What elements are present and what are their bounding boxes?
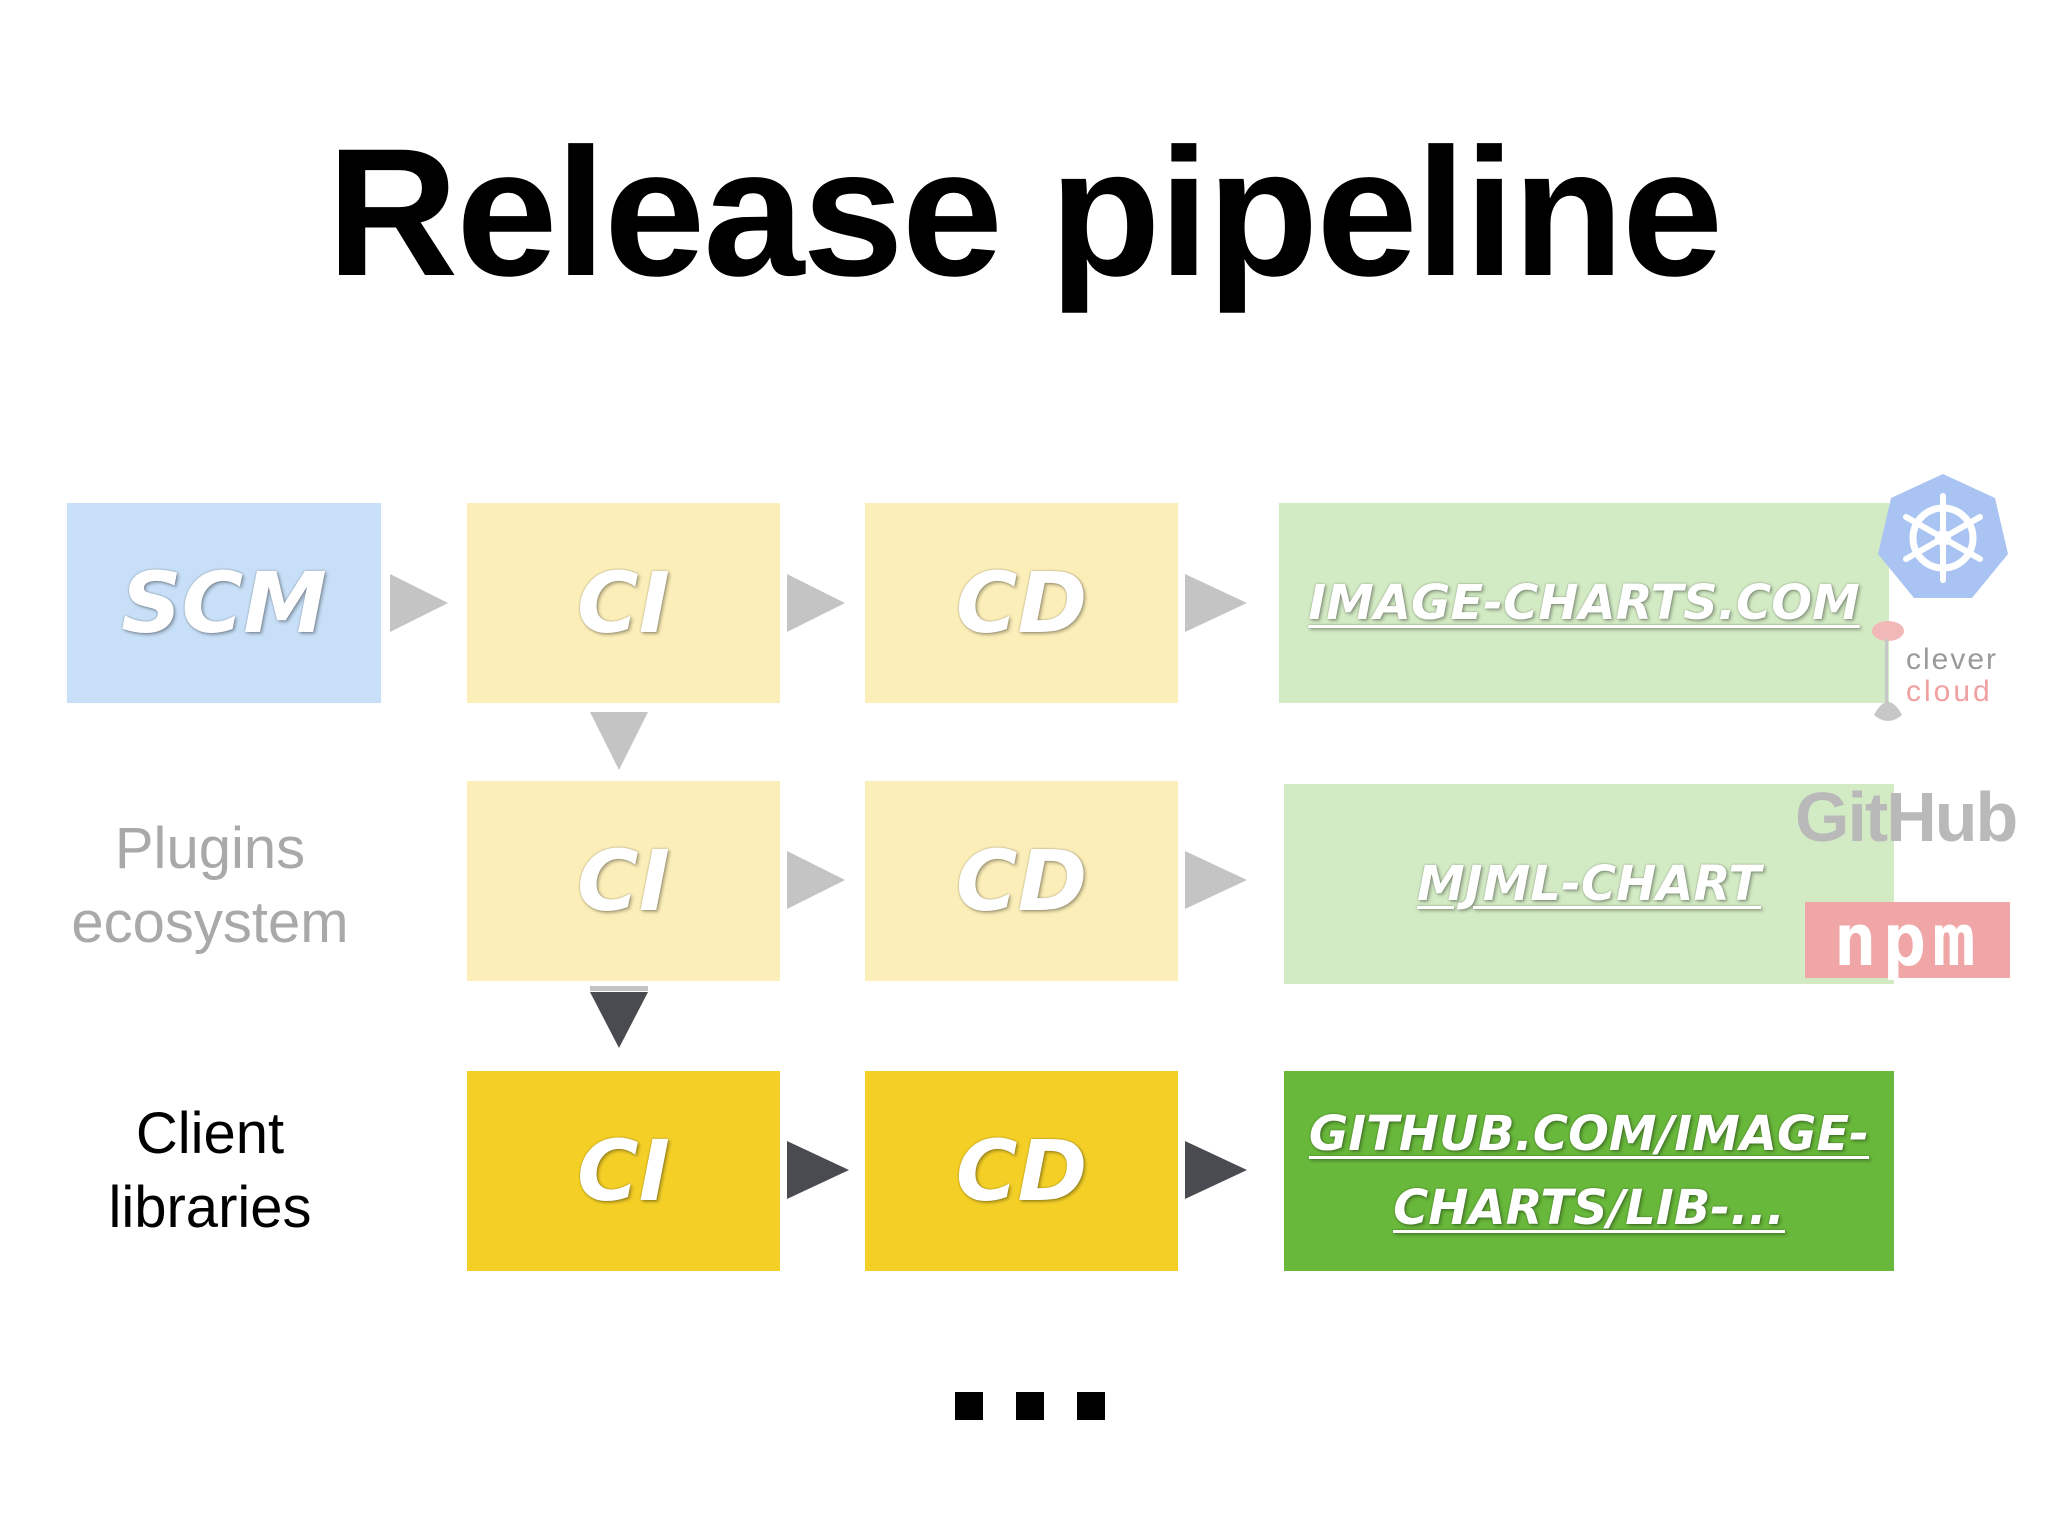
npm-logo: npm [1805,902,2010,978]
row-label-line1: Client [135,1101,285,1166]
row-label-line2: libraries [108,1175,312,1240]
arrow-right-icon [390,574,448,632]
scm-label: SCM [121,554,327,652]
target-link-line1[interactable]: GITHUB.COM/IMAGE- [1308,1106,1870,1162]
ci-label: CI [577,1122,670,1220]
ci-box-row3: CI [467,1071,780,1271]
ci-box-row1: CI [467,503,780,703]
target-link[interactable]: IMAGE-CHARTS.COM [1308,575,1860,631]
arrow-right-icon [787,574,845,632]
cloud-text: cloud [1906,675,1993,708]
row-label-line2: ecosystem [71,890,349,955]
arrow-right-icon [1185,1141,1247,1199]
cd-box-row3: CD [865,1071,1178,1271]
row-label-plugins: Plugins ecosystem [40,812,380,960]
ci-box-row2: CI [467,781,780,981]
kubernetes-logo-icon [1878,474,2008,598]
arrow-down-icon [590,712,648,770]
cd-box-row1: CD [865,503,1178,703]
ellipsis-dot [955,1392,983,1420]
row-label-line1: Plugins [114,816,306,881]
npm-logo-text: npm [1833,898,1982,982]
ellipsis-dot [1077,1392,1105,1420]
target-link-line2[interactable]: CHARTS/LIB-... [1393,1180,1785,1236]
ellipsis-dot [1016,1392,1044,1420]
cd-label: CD [955,1122,1088,1220]
arrow-right-icon [787,1141,849,1199]
ci-label: CI [577,832,670,930]
row-label-client: Client libraries [40,1097,380,1245]
clever-cloud-icon [1872,621,1904,721]
arrow-down-icon [590,992,648,1048]
arrow-right-icon [1185,574,1247,632]
target-link[interactable]: MJML-CHART [1417,856,1761,912]
cd-label: CD [955,554,1088,652]
cd-label: CD [955,832,1088,930]
page-title: Release pipeline [326,110,1723,314]
divider [590,986,648,991]
scm-box: SCM [67,503,381,703]
target-box-row1[interactable]: IMAGE-CHARTS.COM [1279,503,1889,703]
target-box-row2[interactable]: MJML-CHART [1284,784,1894,984]
target-box-row3[interactable]: GITHUB.COM/IMAGE- CHARTS/LIB-... [1284,1071,1894,1271]
arrow-right-icon [787,851,845,909]
github-logo: GitHub [1795,778,2018,856]
clever-text: clever [1906,643,1999,676]
ci-label: CI [577,554,670,652]
clever-cloud-logo: clever cloud [1870,615,2020,730]
cd-box-row2: CD [865,781,1178,981]
ellipsis [955,1392,1105,1420]
arrow-right-icon [1185,851,1247,909]
